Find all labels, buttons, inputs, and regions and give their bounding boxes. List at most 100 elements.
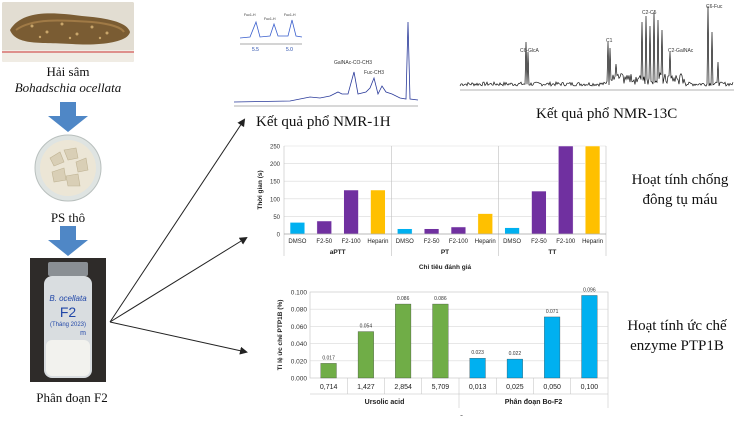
bar-ursolic-1 <box>357 331 374 379</box>
step2-label: PS thô <box>50 210 86 225</box>
group-label: aPTT <box>330 249 346 256</box>
bar-bo-f2-0 <box>469 358 486 379</box>
x-tick-label: DMSO <box>503 239 521 245</box>
data-label: 0.022 <box>509 351 522 357</box>
bar-bo-f2-2 <box>544 316 561 379</box>
nmr-13c-trace <box>459 5 734 87</box>
x-tick-label: DMSO <box>288 239 306 245</box>
data-label: 0.096 <box>583 287 596 293</box>
down-arrow-icon <box>48 226 88 256</box>
down-arrow-icon <box>48 102 88 132</box>
bar-pt-f2-100 <box>450 226 467 235</box>
nmr13c-peak-label: C6-GlcA <box>520 48 540 54</box>
bar-tt-f2-50 <box>531 190 547 235</box>
x-tick-label: Heparin <box>475 239 496 245</box>
f2-vial-photo: B. ocellata F2 (Tháng 2023) m <box>30 258 106 382</box>
group-label: PT <box>441 249 449 256</box>
inset-tick-label: 5.0 <box>286 47 293 53</box>
sea-cucumber-illustration <box>2 2 134 62</box>
ptp1b-label-line2: enzyme PTP1B <box>630 338 724 354</box>
step1-label: Hải sâm <box>46 64 90 79</box>
x-tick-label: 2,854 <box>394 384 412 391</box>
data-label: 0.017 <box>322 355 335 361</box>
nmr1h-peak-label: GalNAc-CO-CH3 <box>334 60 372 66</box>
vial-label-line2: F2 <box>59 304 77 320</box>
bar-aptt-dmso <box>289 222 306 235</box>
x-tick-label: 0,025 <box>506 384 524 391</box>
inset-peak-label: Fuc1-H <box>264 17 276 21</box>
bar-pt-heparin <box>477 213 493 235</box>
bar-ursolic-0 <box>320 363 337 379</box>
inset-peak-label: Fuc1-H <box>284 13 296 17</box>
bar-aptt-heparin <box>370 189 386 235</box>
x-tick-label: F2-100 <box>449 239 469 245</box>
anticoag-label-line2: đông tụ máu <box>642 192 718 208</box>
y-tick-label: 0.100 <box>291 290 308 297</box>
y-tick-label: 0.020 <box>291 358 308 365</box>
nmr-13c-caption: Kết quả phổ NMR-13C <box>536 106 678 122</box>
nmr-1h-plot: Fuc1-H Fuc1-H Fuc1-H 5.5 5.0 GalNAc-CO-C… <box>233 6 419 107</box>
nmr13c-peak-label: C2-GalNAc <box>668 48 694 54</box>
x-tick-label: F2-100 <box>556 239 576 245</box>
inset-tick-label: 5.5 <box>252 47 259 53</box>
vial-label-line3: (Tháng 2023) <box>49 322 87 328</box>
vial-label-line1: B. ocellata <box>49 294 87 303</box>
species-name: Bohadschia ocellata <box>14 80 122 95</box>
x-axis-label: Chỉ tiêu đánh giá <box>419 264 472 271</box>
nmr-13c-plot: C6-GlcA C1 C2-C5 C2-GalNAc C6-Fuc <box>459 4 734 91</box>
nmr-13c-spectrum: C6-GlcA C1 C2-C5 C2-GalNAc C6-Fuc <box>456 2 738 98</box>
nmr13c-peak-label: C6-Fuc <box>706 4 723 10</box>
y-axis-label: Tỉ lệ ức chế PTP1B (%) <box>276 300 284 371</box>
y-tick-label: 250 <box>270 145 281 151</box>
x-tick-label: F2-100 <box>342 239 362 245</box>
bar-pt-dmso <box>397 228 413 235</box>
anticoag-label-line1: Hoạt tính chống <box>631 172 729 188</box>
bar-aptt-f2-50 <box>316 220 332 235</box>
vial-label-line4: m <box>80 330 86 337</box>
x-tick-label: F2-50 <box>316 239 332 245</box>
x-tick-label: F2-50 <box>531 239 547 245</box>
crude-ps-photo <box>34 134 102 202</box>
group-label: Phân đoạn Bo-F2 <box>505 399 563 406</box>
bar-bo-f2-1 <box>506 358 523 379</box>
group-label: Ursolic acid <box>365 399 405 406</box>
bar-ursolic-2 <box>395 303 412 379</box>
y-tick-label: 0.060 <box>291 324 308 331</box>
step3-label: Phân đoạn F2 <box>36 390 108 405</box>
group-label: TT <box>548 249 556 256</box>
bar-tt-heparin <box>584 145 601 235</box>
nmr1h-peak-label: Fuc-CH3 <box>364 70 384 76</box>
bar-aptt-f2-100 <box>343 189 359 235</box>
x-tick-label: Heparin <box>582 239 603 245</box>
y-tick-label: 150 <box>270 180 281 186</box>
nmr13c-peak-label: C1 <box>606 38 613 44</box>
petri-dish-illustration <box>34 134 102 202</box>
bar-tt-f2-100 <box>558 145 574 235</box>
y-tick-label: 200 <box>270 162 281 168</box>
data-label: 0.023 <box>471 350 484 356</box>
nmr-1h-spectrum: Fuc1-H Fuc1-H Fuc1-H 5.5 5.0 GalNAc-CO-C… <box>230 2 420 112</box>
y-tick-label: 0 <box>277 233 281 239</box>
vial-illustration <box>30 258 106 382</box>
x-tick-label: 0,714 <box>320 384 338 391</box>
bar-ursolic-3 <box>432 303 449 379</box>
plot-frame <box>309 291 609 379</box>
data-label: 0.071 <box>546 309 559 315</box>
data-label: 0.054 <box>360 324 373 330</box>
y-tick-label: 100 <box>270 197 281 203</box>
x-tick-label: 0,013 <box>469 384 487 391</box>
y-axis-label: Thời gian (s) <box>257 170 264 209</box>
data-label: 0.086 <box>397 296 410 302</box>
x-tick-label: 1,427 <box>357 384 375 391</box>
y-tick-label: 50 <box>273 215 280 221</box>
sea-cucumber-photo <box>2 2 134 62</box>
x-tick-label: 0,100 <box>581 384 599 391</box>
y-tick-label: 0.000 <box>291 376 308 383</box>
ptp1b-label-line1: Hoạt tính ức chế <box>627 318 727 334</box>
x-tick-label: F2-50 <box>424 239 440 245</box>
